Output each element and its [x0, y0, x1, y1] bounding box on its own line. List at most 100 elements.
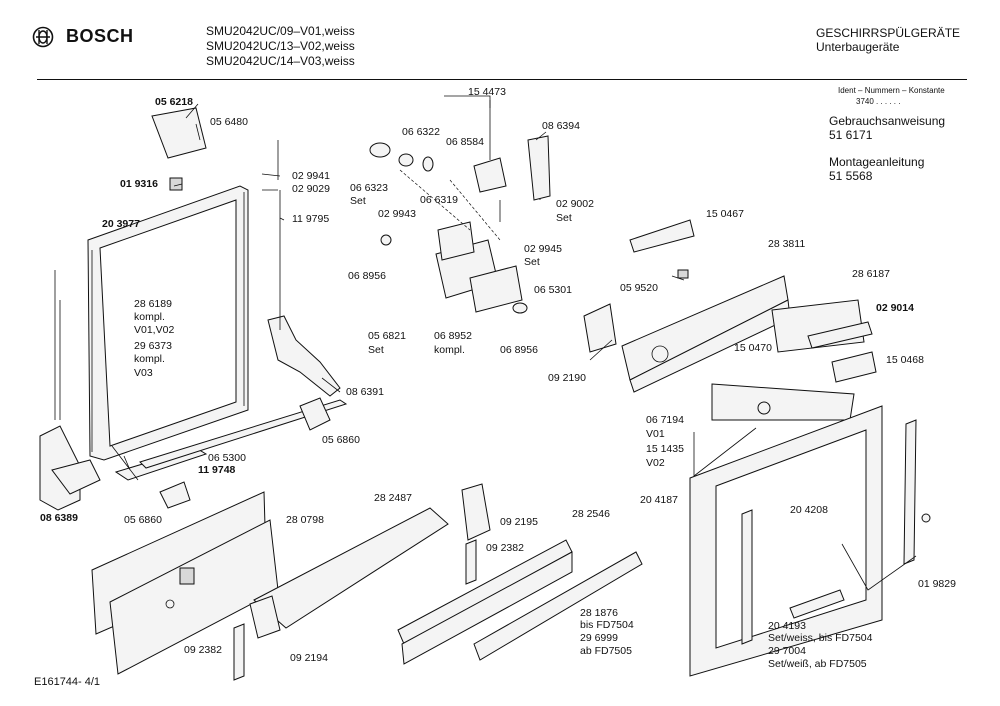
- part-label: Set/weiß, ab FD7505: [768, 658, 867, 670]
- part-label: 09 2382: [486, 542, 524, 554]
- part-label: 28 6187: [852, 268, 890, 280]
- part-label: 28 6189: [134, 298, 172, 310]
- model-line-2: SMU2042UC/13–V02,weiss: [206, 39, 355, 53]
- leader-lines: [111, 95, 917, 591]
- part-label: 20 3977: [102, 218, 140, 230]
- part-label: 15 0468: [886, 354, 924, 366]
- part-label: 02 9029: [292, 183, 330, 195]
- part-label: 15 4473: [468, 86, 506, 98]
- part-label: kompl.: [134, 353, 165, 365]
- category-title: GESCHIRRSPÜLGERÄTE: [816, 26, 961, 40]
- manual-number: 51 6171: [829, 128, 873, 142]
- part-label: 15 0470: [734, 342, 772, 354]
- model-line-3: SMU2042UC/14–V03,weiss: [206, 54, 355, 68]
- part-label: Set/weiss, bis FD7504: [768, 632, 873, 644]
- part-label: 29 6999: [580, 632, 618, 644]
- part-label: 20 4208: [790, 504, 828, 516]
- part-label: kompl.: [134, 311, 165, 323]
- part-label: 06 6319: [420, 194, 458, 206]
- bosch-logo: [32, 26, 54, 53]
- part-label: 09 2194: [290, 652, 328, 664]
- part-label: 02 9945: [524, 243, 562, 255]
- control-panel: [583, 219, 877, 421]
- part-label: 06 6323: [350, 182, 388, 194]
- part-label: 28 3811: [768, 238, 806, 250]
- part-label: 28 1876: [580, 607, 618, 619]
- lower-panels: [91, 483, 643, 681]
- part-label: 06 8952: [434, 330, 472, 342]
- part-label: 01 9829: [918, 578, 956, 590]
- part-label: Set: [556, 212, 572, 224]
- part-label: 08 6391: [346, 386, 384, 398]
- part-label: 02 9002: [556, 198, 594, 210]
- part-label: 11 9748: [198, 464, 236, 476]
- left-hinge: [39, 270, 101, 511]
- part-label: 09 2195: [500, 516, 538, 528]
- brand-name: BOSCH: [66, 26, 134, 46]
- part-label: 06 8956: [348, 270, 386, 282]
- part-label: 06 5301: [534, 284, 572, 296]
- part-label: Set: [368, 344, 384, 356]
- part-label: 05 9520: [620, 282, 658, 294]
- subcategory-title: Unterbaugeräte: [816, 40, 900, 54]
- part-label: 02 9941: [292, 170, 330, 182]
- part-label: 02 9014: [876, 302, 914, 314]
- part-label: 15 1435: [646, 443, 684, 455]
- installation-number: 51 5568: [829, 169, 873, 183]
- part-label: 28 2546: [572, 508, 610, 520]
- part-label: 29 7004: [768, 645, 806, 657]
- part-label: 28 0798: [286, 514, 324, 526]
- bottom-rail-strip: [139, 399, 348, 469]
- part-label: 09 2190: [548, 372, 586, 384]
- part-label: V01,V02: [134, 324, 175, 336]
- part-label: 06 5300: [208, 452, 246, 464]
- part-label: 06 8584: [446, 136, 484, 148]
- part-label: 08 6389: [40, 512, 78, 524]
- part-label: Set: [350, 195, 366, 207]
- installation-title: Montageanleitung: [829, 155, 925, 169]
- top-bracket: [151, 107, 207, 159]
- part-label: ab FD7505: [580, 645, 632, 657]
- right-hinge: [267, 315, 341, 397]
- part-label: V01: [646, 428, 665, 440]
- part-label: 05 6860: [322, 434, 360, 446]
- part-label: V03: [134, 367, 153, 379]
- part-label: 05 6218: [155, 96, 193, 108]
- model-line-1: SMU2042UC/09–V01,weiss: [206, 24, 355, 38]
- part-label: 29 6373: [134, 340, 172, 352]
- part-label: 08 6394: [542, 120, 580, 132]
- clip-part: [169, 177, 183, 191]
- latch-parts: [380, 100, 551, 246]
- part-label: V02: [646, 457, 665, 469]
- spring-rod: [277, 140, 281, 330]
- ident-label: Ident – Nummern – Konstante: [838, 86, 945, 95]
- part-label: 20 4193: [768, 620, 806, 632]
- part-label: 02 9943: [378, 208, 416, 220]
- ident-value: 3740 . . . . . .: [856, 97, 901, 106]
- bosch-armature-icon: [32, 26, 54, 48]
- header-divider: [37, 79, 967, 80]
- manual-title: Gebrauchsanweisung: [829, 114, 946, 128]
- outer-door-frame: [689, 405, 931, 677]
- part-label: 05 6480: [210, 116, 248, 128]
- drawing-id: E161744- 4/1: [34, 676, 101, 688]
- part-label: 06 6322: [402, 126, 440, 138]
- block-part: [299, 397, 331, 431]
- part-label: 06 8956: [500, 344, 538, 356]
- part-label: 05 6860: [124, 514, 162, 526]
- part-label: 20 4187: [640, 494, 678, 506]
- part-label: 01 9316: [120, 178, 158, 190]
- part-label: 05 6821: [368, 330, 406, 342]
- part-label: 11 9795: [292, 213, 330, 225]
- part-label: 28 2487: [374, 492, 412, 504]
- part-label: 15 0467: [706, 208, 744, 220]
- inner-door-panel: [87, 185, 249, 461]
- part-label: Set: [524, 256, 540, 268]
- clip-part-lower: [159, 481, 191, 509]
- part-label: 06 7194: [646, 414, 684, 426]
- part-label: kompl.: [434, 344, 465, 356]
- part-label: 09 2382: [184, 644, 222, 656]
- dispenser-assembly: [369, 142, 528, 314]
- part-label: bis FD7504: [580, 619, 634, 631]
